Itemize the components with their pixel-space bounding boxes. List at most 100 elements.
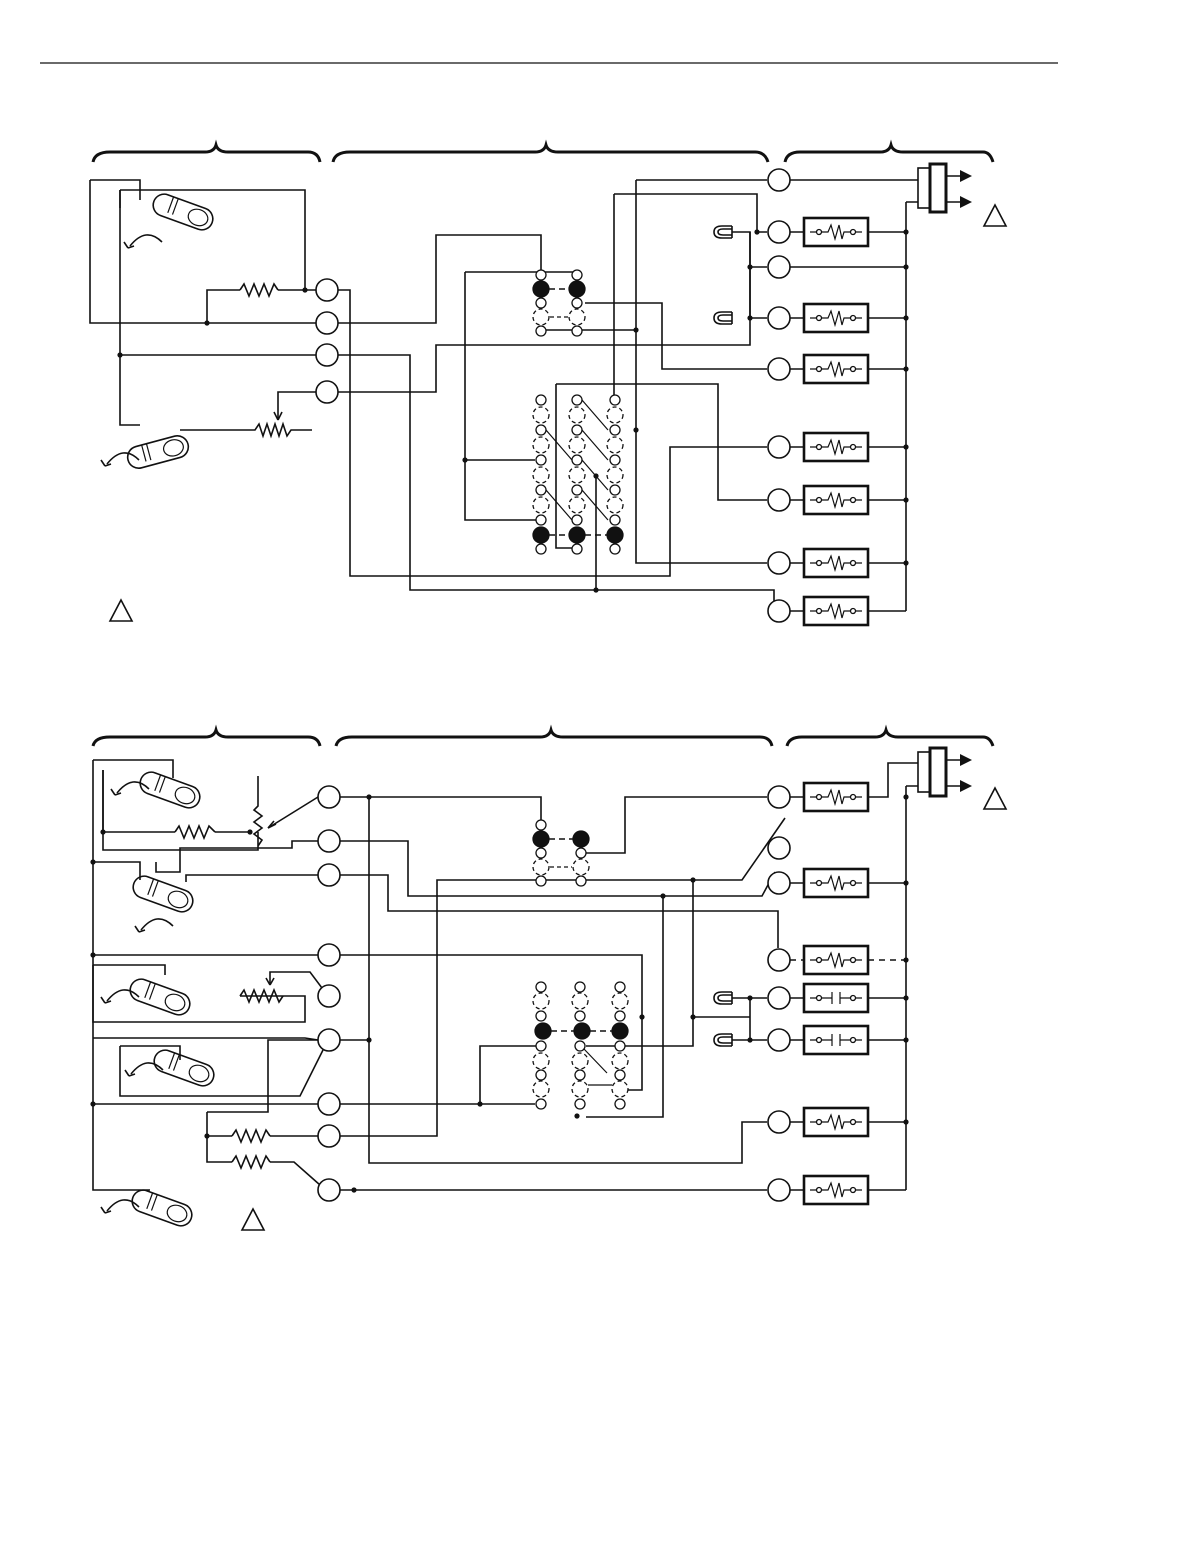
terminal xyxy=(768,600,790,622)
jumper-open xyxy=(612,1081,628,1097)
terminal xyxy=(768,1029,790,1051)
note-triangle-icon xyxy=(242,1209,264,1230)
jumper-open xyxy=(612,1053,628,1069)
brace-left xyxy=(93,145,320,162)
contact-icon xyxy=(804,984,868,1012)
terminal xyxy=(316,312,338,334)
rotation-arrow-icon xyxy=(111,782,149,795)
load-coil-icon xyxy=(804,1176,868,1204)
jumper-installed xyxy=(612,1023,628,1039)
transformer-icon xyxy=(918,164,972,212)
terminal xyxy=(768,552,790,574)
terminal xyxy=(768,221,790,243)
jumper-open xyxy=(569,437,585,453)
terminal xyxy=(318,944,340,966)
terminal xyxy=(768,307,790,329)
jumper-installed xyxy=(569,281,585,297)
jumper-open xyxy=(572,993,588,1009)
brace-left xyxy=(93,730,320,746)
terminal xyxy=(768,169,790,191)
mercury-switch-icon xyxy=(127,976,193,1018)
jumper-installed xyxy=(535,1023,551,1039)
mercury-switch-icon xyxy=(125,433,191,470)
jumper-block xyxy=(533,395,623,554)
mercury-switch-icon xyxy=(137,769,203,811)
load-coil-icon xyxy=(804,355,868,383)
jumper-installed xyxy=(573,831,589,847)
jumper-installed xyxy=(607,527,623,543)
mercury-switch-icon xyxy=(150,191,216,233)
terminal xyxy=(768,256,790,278)
brace-right xyxy=(785,145,993,162)
jumper-open xyxy=(533,309,549,325)
terminal xyxy=(318,1179,340,1201)
terminal xyxy=(318,1093,340,1115)
load-coil-icon xyxy=(804,304,868,332)
jumper-installed xyxy=(569,527,585,543)
terminal xyxy=(768,872,790,894)
jumper-open xyxy=(572,1081,588,1097)
jumper-open xyxy=(572,1053,588,1069)
terminal xyxy=(318,1125,340,1147)
rotation-arrow-icon xyxy=(101,990,139,1003)
terminal xyxy=(768,436,790,458)
terminal xyxy=(768,949,790,971)
jumper-open xyxy=(569,497,585,513)
jumper-open xyxy=(533,1081,549,1097)
jumper-open xyxy=(569,309,585,325)
jumper-open xyxy=(607,497,623,513)
terminal xyxy=(768,987,790,1009)
jumper-open xyxy=(533,497,549,513)
top-diagram xyxy=(90,145,1006,625)
note-triangle-icon xyxy=(110,600,132,621)
jumper-open xyxy=(533,993,549,1009)
rotation-arrow-icon xyxy=(135,919,173,932)
terminal xyxy=(768,489,790,511)
jumper-open xyxy=(569,467,585,483)
bottom-diagram xyxy=(90,730,1006,1230)
brace-middle xyxy=(336,730,772,746)
jumper-installed xyxy=(533,527,549,543)
terminal xyxy=(318,830,340,852)
terminal xyxy=(768,786,790,808)
load-coil-icon xyxy=(804,1108,868,1136)
jumper-open xyxy=(533,467,549,483)
terminal xyxy=(316,279,338,301)
rotation-arrow-icon xyxy=(101,453,139,466)
jumper-installed xyxy=(574,1023,590,1039)
rotation-arrow-icon xyxy=(124,235,162,248)
terminal xyxy=(768,837,790,859)
jumper-open xyxy=(607,437,623,453)
terminal xyxy=(318,864,340,886)
contact-icon xyxy=(804,1026,868,1054)
note-triangle-icon xyxy=(984,788,1006,809)
load-coil-icon xyxy=(804,549,868,577)
load-coil-icon xyxy=(804,433,868,461)
terminal xyxy=(318,786,340,808)
note-triangle-icon xyxy=(984,205,1006,226)
brace-right xyxy=(787,730,993,746)
load-coil-icon xyxy=(804,218,868,246)
jumper-open xyxy=(533,859,549,875)
load-coil-icon xyxy=(804,597,868,625)
jumper-installed xyxy=(533,831,549,847)
terminal xyxy=(318,1029,340,1051)
jumper-open xyxy=(533,437,549,453)
jumper-open xyxy=(612,993,628,1009)
terminal xyxy=(768,358,790,380)
jumper-open xyxy=(533,407,549,423)
jumper-installed xyxy=(533,281,549,297)
brace-middle xyxy=(333,145,768,162)
terminal xyxy=(768,1111,790,1133)
mercury-switch-icon xyxy=(129,1187,195,1229)
jumper-open xyxy=(569,407,585,423)
terminal xyxy=(316,344,338,366)
jumper-open xyxy=(607,407,623,423)
load-coil-icon xyxy=(804,946,868,974)
transformer-icon xyxy=(918,748,972,796)
terminal xyxy=(318,985,340,1007)
terminal xyxy=(316,381,338,403)
terminal xyxy=(768,1179,790,1201)
jumper-open xyxy=(533,1053,549,1069)
